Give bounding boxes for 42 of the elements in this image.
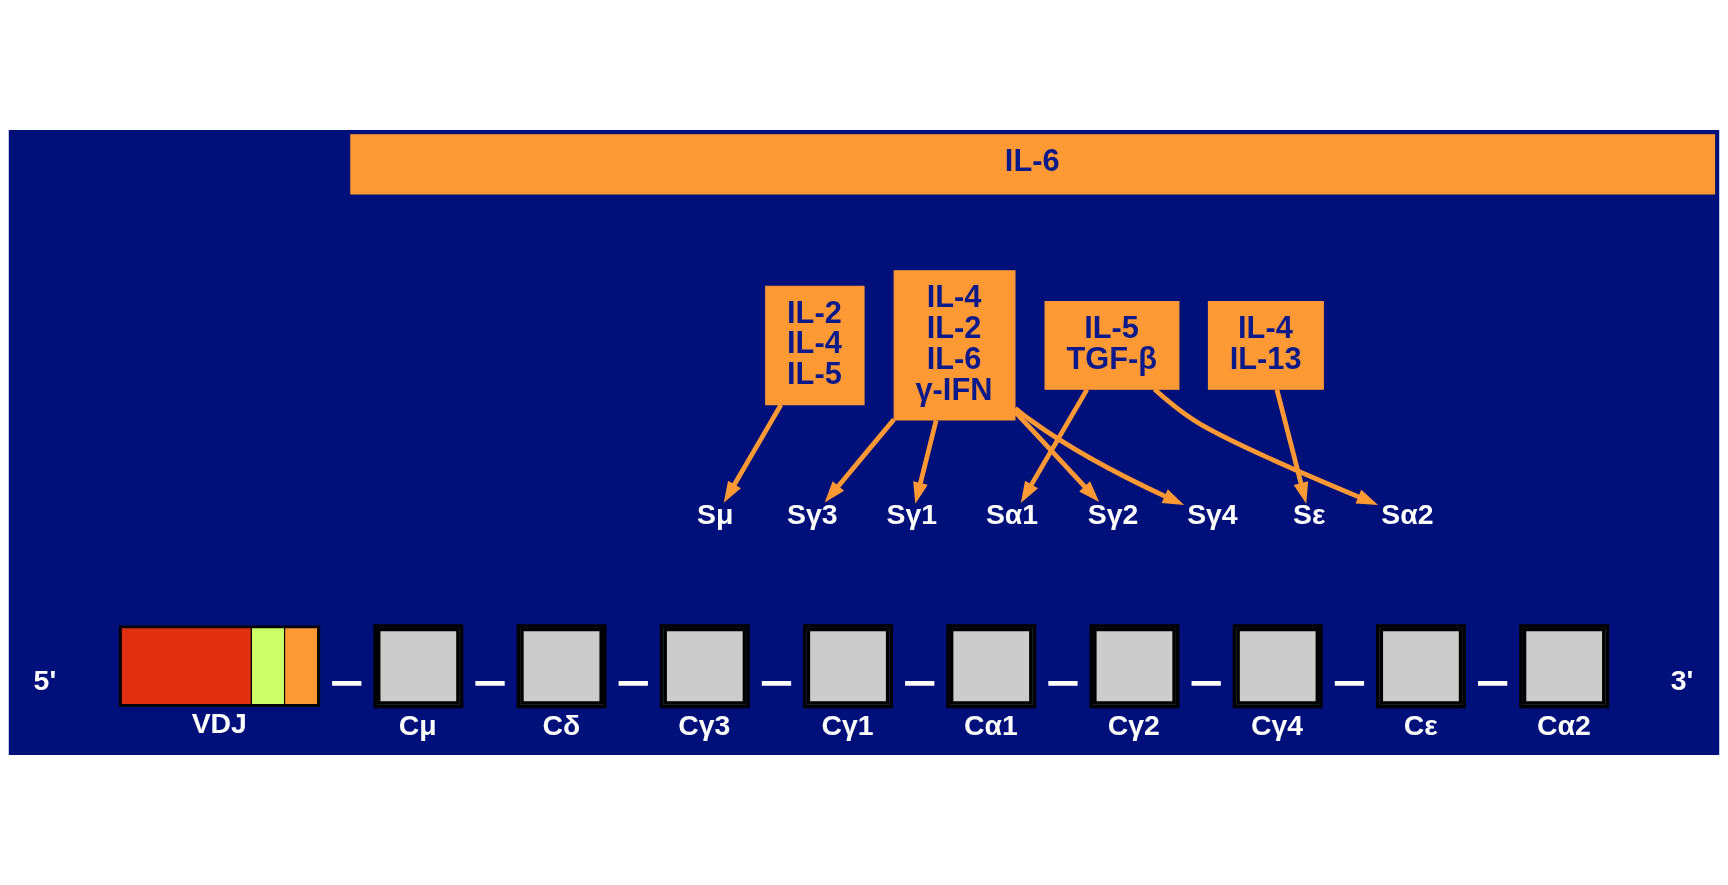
node-box: IL-6 <box>350 134 1716 195</box>
node-box: IL-2 IL-4 IL-5 <box>765 285 865 406</box>
node-box: IL-4 IL-13 <box>1207 301 1324 390</box>
node-box: IL-5 TGF-β <box>1044 301 1180 390</box>
node-text: Sε <box>1293 498 1326 531</box>
node-label: Cα2 <box>1536 708 1591 741</box>
node-text: Sγ2 <box>1087 498 1139 531</box>
connector <box>905 681 935 686</box>
node-text: Sγ1 <box>886 498 938 531</box>
connector <box>475 681 505 686</box>
arrow <box>723 403 783 503</box>
node-label: Cδ <box>542 708 581 741</box>
node-box: IL-4 IL-2 IL-6 γ-IFN <box>893 270 1016 421</box>
node-text: Sγ3 <box>787 498 838 531</box>
arrow <box>1013 406 1185 505</box>
connector <box>618 681 648 686</box>
connector <box>761 681 792 686</box>
arrow <box>1274 389 1309 504</box>
arrow <box>1020 388 1089 503</box>
node-label: Cγ2 <box>1107 708 1160 741</box>
node-label: Cε <box>1403 708 1438 741</box>
node-text: Sα1 <box>985 498 1039 531</box>
label: 3' <box>1670 663 1694 696</box>
node-label: VDJ <box>191 707 247 740</box>
node-label: Cμ <box>398 708 437 741</box>
node-label: Cγ1 <box>821 708 874 741</box>
node-text: Sγ4 <box>1187 498 1238 531</box>
connector <box>1478 681 1508 686</box>
node-label: Cα1 <box>964 708 1018 741</box>
connector <box>1334 681 1365 686</box>
node-label: Cγ4 <box>1251 708 1304 741</box>
arrow <box>913 419 939 504</box>
connector <box>1191 681 1221 686</box>
connector <box>332 681 362 686</box>
node-text: Sα2 <box>1381 498 1434 531</box>
arrow <box>1152 387 1379 505</box>
arrow <box>1013 409 1100 502</box>
node-text: Sμ <box>697 498 734 531</box>
connector <box>1048 681 1078 686</box>
label: 5' <box>33 663 57 696</box>
node-label: Cγ3 <box>678 708 731 741</box>
arrow <box>824 417 896 503</box>
